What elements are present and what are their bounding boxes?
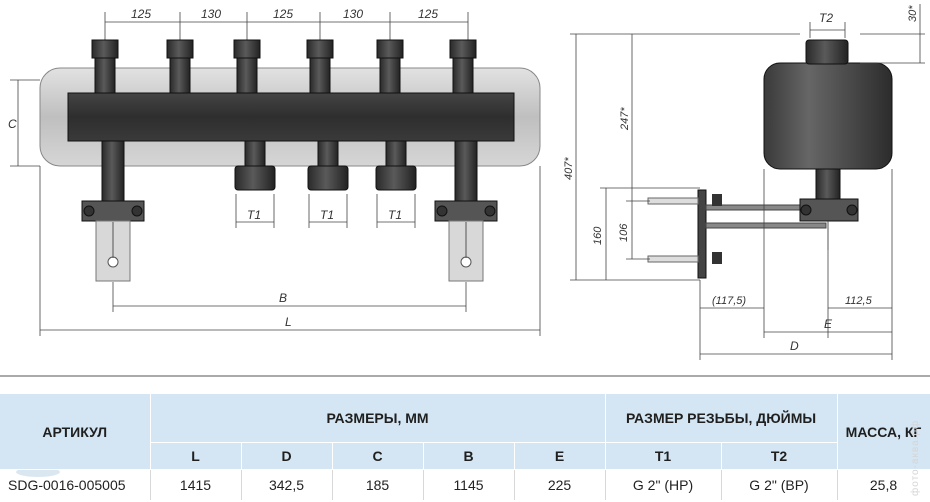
top-dimension-chain: [104, 12, 469, 44]
spacing-label-2: 130: [201, 7, 221, 21]
value-d: 342,5: [241, 469, 333, 500]
watermark: фото-аква.рф: [910, 419, 921, 496]
mass-cell: 25,8: [837, 469, 930, 500]
value-b: 1145: [423, 469, 515, 500]
col-header-c: C: [332, 442, 424, 470]
value-t1: G 2" (НР): [605, 469, 722, 500]
b-label: B: [279, 291, 287, 305]
d-label: D: [790, 339, 799, 353]
e-label: E: [824, 317, 833, 331]
technical-drawing: 125 130 125 130 125 T1 T1 T1: [0, 4, 930, 377]
value-e: 225: [514, 469, 606, 500]
c-label: C: [8, 117, 17, 131]
spec-table: АРТИКУЛ РАЗМЕРЫ, ММ РАЗМЕР РЕЗЬБЫ, ДЮЙМЫ…: [0, 394, 930, 500]
col-header-d: D: [241, 442, 333, 470]
h247-label: 247*: [619, 107, 631, 131]
h30-label: 30*: [907, 5, 919, 22]
spacing-label-1: 125: [131, 7, 151, 21]
t1-label-3: T1: [388, 208, 402, 222]
col-header-t2: T2: [721, 442, 838, 470]
value-t2: G 2" (ВР): [721, 469, 838, 500]
side-body: [763, 62, 893, 170]
col-header-e: E: [514, 442, 606, 470]
t2-label: T2: [819, 11, 833, 25]
l-label: L: [285, 315, 292, 329]
top-nozzles: [91, 39, 477, 94]
manifold-body: [67, 92, 515, 142]
wall-bracket: [647, 189, 827, 279]
col-header-t1: T1: [605, 442, 722, 470]
value-l: 1415: [150, 469, 242, 500]
article-cell: SDG-0016-005005: [0, 469, 151, 500]
threads-header: РАЗМЕР РЕЗЬБЫ, ДЮЙМЫ: [605, 394, 838, 443]
col-header-l: L: [150, 442, 242, 470]
bottom-outlets: [234, 140, 417, 191]
sizes-header: РАЗМЕРЫ, ММ: [150, 394, 606, 443]
d1125-label: 112,5: [845, 295, 873, 307]
spacing-label-4: 130: [343, 7, 363, 21]
t1-label-2: T1: [320, 208, 334, 222]
value-c: 185: [332, 469, 424, 500]
d1175-label: (117,5): [712, 295, 746, 307]
t1-label-1: T1: [247, 208, 261, 222]
mass-header: МАССА, КГ: [837, 394, 930, 470]
table-row: SDG-0016-005005 1415 342,5 185 1145 225 …: [0, 469, 930, 500]
h160-label: 160: [592, 226, 604, 245]
col-header-b: B: [423, 442, 515, 470]
right-leg: [434, 140, 498, 282]
spacing-label-5: 125: [418, 7, 438, 21]
spacing-label-3: 125: [273, 7, 293, 21]
left-leg: [81, 140, 145, 282]
h407-label: 407*: [563, 157, 575, 180]
article-header: АРТИКУЛ: [0, 394, 151, 470]
h106-label: 106: [618, 223, 630, 242]
